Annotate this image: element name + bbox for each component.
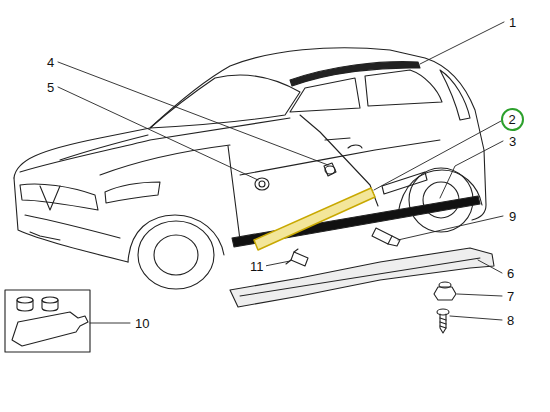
callout-number: 5 [45, 80, 56, 95]
callout-number: 10 [133, 316, 151, 331]
callout-number: 6 [505, 266, 516, 281]
callout-number: 8 [505, 313, 516, 328]
callout-number: 2 [508, 113, 515, 126]
callout-number: 7 [505, 289, 516, 304]
callout-number: 3 [507, 134, 518, 149]
callout-number: 9 [507, 209, 518, 224]
callout-number: 4 [45, 55, 56, 70]
callout-number: 11 [248, 259, 266, 274]
highlight-circle: 2 [501, 108, 524, 131]
callout-number: 1 [507, 15, 518, 30]
